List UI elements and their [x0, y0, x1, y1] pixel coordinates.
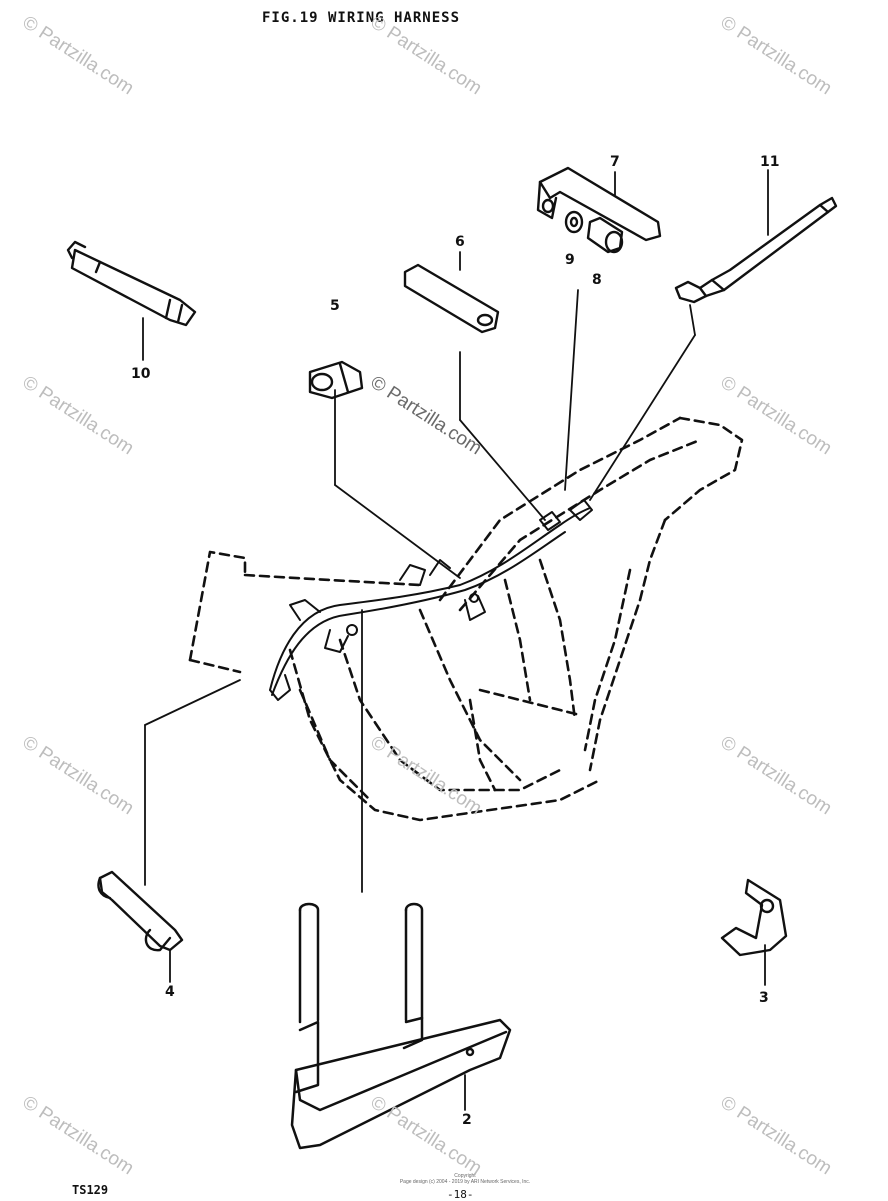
callout-3: 3 — [759, 990, 769, 1006]
callout-2: 2 — [462, 1112, 472, 1128]
copyright-notice: Copyright Page design (c) 2004 - 2019 by… — [385, 1173, 545, 1185]
part-9-washer — [564, 210, 584, 234]
figure-title: FIG.19 WIRING HARNESS — [262, 10, 461, 26]
callout-10: 10 — [131, 366, 151, 382]
part-5-clamp — [308, 360, 364, 400]
part-6-clamp-plate — [403, 263, 500, 334]
part-11-cable-tie — [674, 196, 838, 304]
part-2-guard — [290, 902, 512, 1150]
callout-9: 9 — [565, 252, 575, 268]
callout-8: 8 — [592, 272, 602, 288]
part-4-clamp — [97, 870, 184, 952]
callout-5: 5 — [330, 298, 340, 314]
callout-4: 4 — [165, 984, 175, 1000]
copyright-line-2: Page design (c) 2004 - 2019 by ARI Netwo… — [399, 1179, 531, 1185]
leader-lines — [142, 169, 769, 1111]
part-7-bracket — [536, 166, 662, 242]
callout-6: 6 — [455, 234, 465, 250]
part-10-clamp-strap — [66, 240, 197, 327]
part-3-bracket — [720, 878, 788, 957]
part-8-bolt — [586, 216, 624, 254]
frame-outline — [188, 416, 744, 822]
wiring-harness — [269, 499, 593, 701]
page-number: -18- — [447, 1188, 474, 1201]
callout-7: 7 — [610, 154, 620, 170]
callout-11: 11 — [760, 154, 779, 170]
copyright-line-1: Copyright — [454, 1173, 476, 1179]
model-code: TS129 — [72, 1183, 109, 1197]
